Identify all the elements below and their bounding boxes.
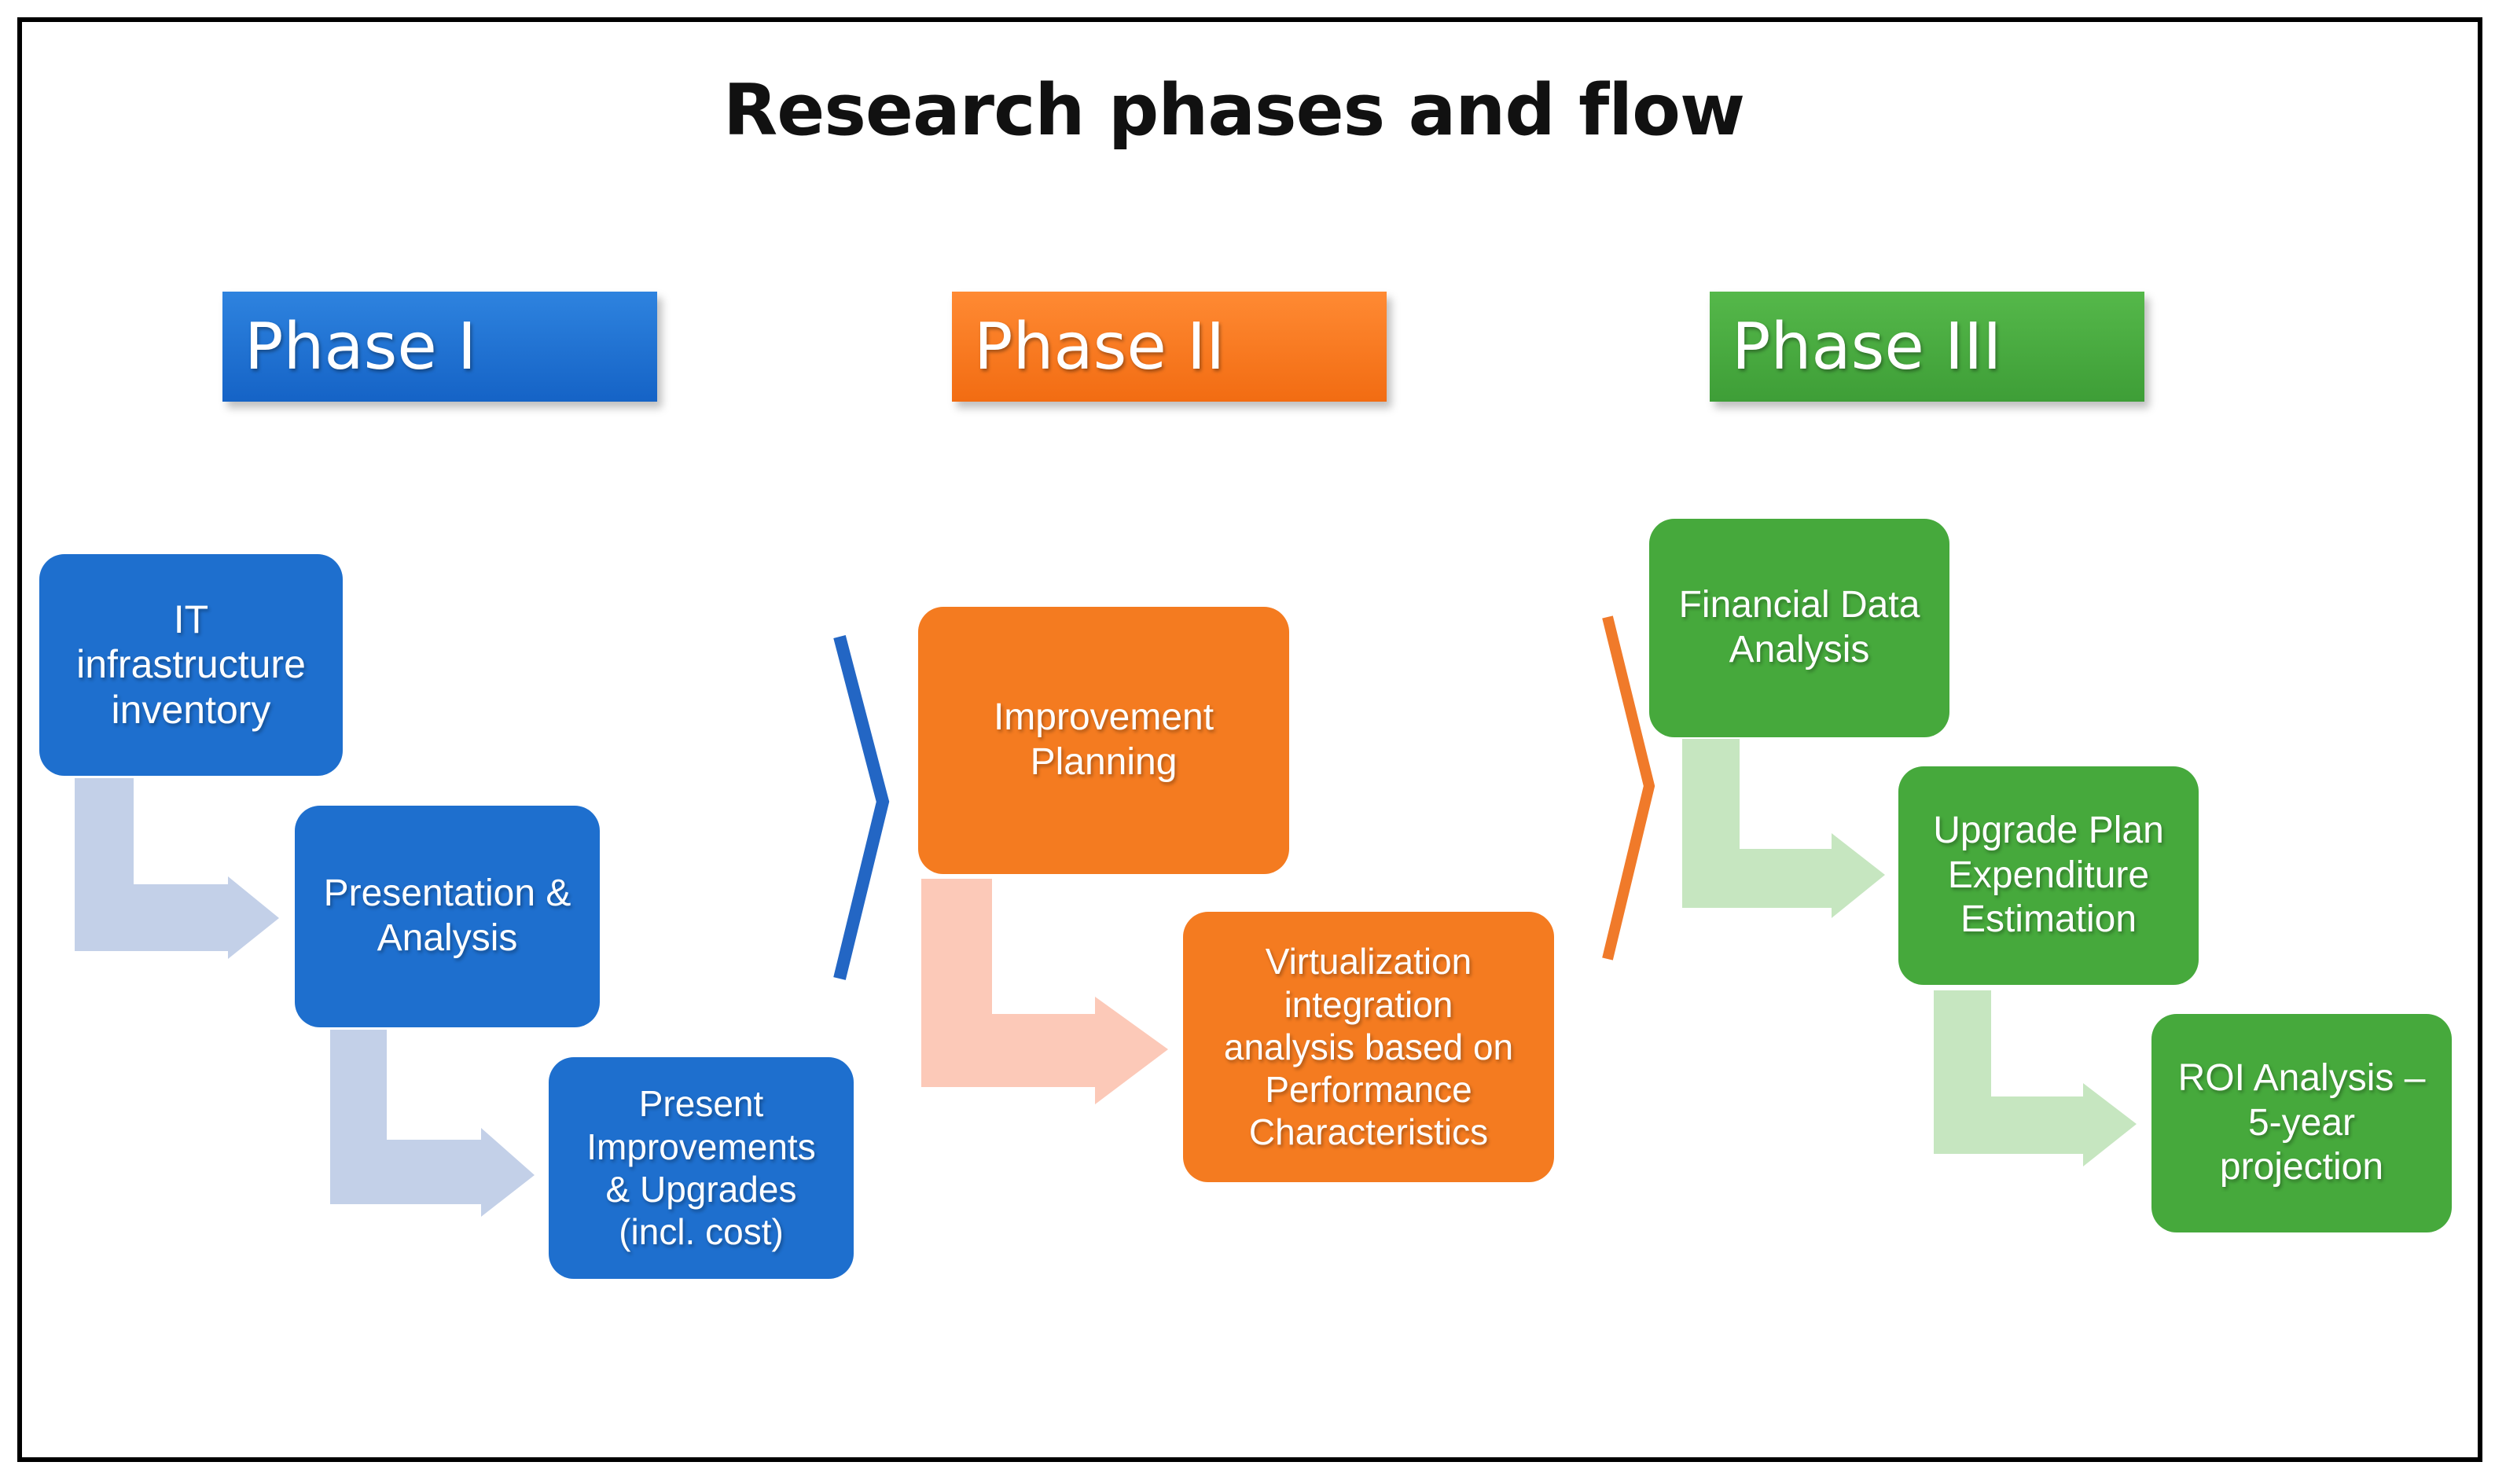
- flow-arrow-p2-s1: [921, 879, 1168, 1104]
- step-label: Upgrade Plan Expenditure Estimation: [1933, 810, 2164, 941]
- flow-arrow-p1-s1: [75, 778, 279, 959]
- step-label: Present Improvements & Upgrades (incl. c…: [586, 1083, 816, 1253]
- chevron-separator-1: [833, 634, 890, 980]
- flow-arrow-p3-s1: [1682, 739, 1885, 918]
- step-label: Improvement Planning: [993, 696, 1214, 783]
- step-label: Financial Data Analysis: [1678, 584, 1920, 670]
- step-present-improvements-upgrades: Present Improvements & Upgrades (incl. c…: [549, 1057, 854, 1279]
- step-upgrade-plan-expenditure-estimation: Upgrade Plan Expenditure Estimation: [1898, 766, 2199, 985]
- chevron-separator-2: [1602, 615, 1655, 961]
- step-improvement-planning: Improvement Planning: [918, 607, 1289, 874]
- phase-2-header: Phase II: [952, 292, 1387, 402]
- step-it-infrastructure-inventory: IT infrastructure inventory: [39, 554, 343, 776]
- step-label: IT infrastructure inventory: [76, 597, 306, 732]
- phase-3-header: Phase III: [1710, 292, 2144, 402]
- step-roi-analysis-projection: ROI Analysis – 5-year projection: [2151, 1014, 2452, 1232]
- step-label: ROI Analysis – 5-year projection: [2177, 1057, 2426, 1188]
- flow-arrow-p1-s2: [330, 1030, 535, 1217]
- diagram-title: Research phases and flow: [723, 69, 1745, 152]
- step-label: Virtualization integration analysis base…: [1223, 941, 1514, 1153]
- flow-arrow-p3-s2: [1934, 990, 2137, 1166]
- step-label: Presentation & Analysis: [323, 872, 571, 959]
- step-presentation-analysis: Presentation & Analysis: [295, 806, 600, 1027]
- step-virtualization-integration-analysis: Virtualization integration analysis base…: [1183, 912, 1554, 1182]
- phase-1-header: Phase I: [222, 292, 657, 402]
- step-financial-data-analysis: Financial Data Analysis: [1649, 519, 1949, 737]
